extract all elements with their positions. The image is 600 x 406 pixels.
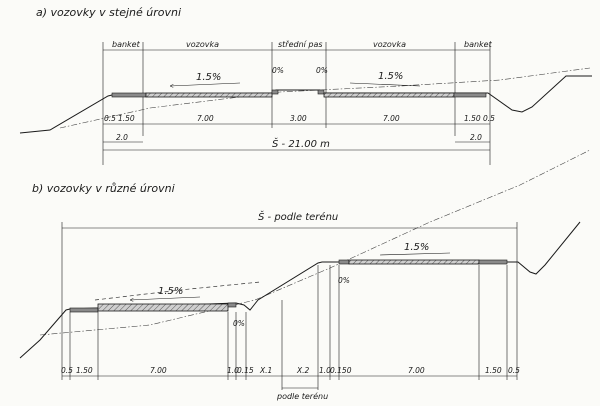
svg-text:0.5: 0.5 bbox=[104, 114, 116, 123]
section-a-median-edge-left bbox=[271, 89, 279, 95]
section-b-pavement-left bbox=[97, 303, 229, 312]
section-a-slope-right: 1.5% bbox=[349, 71, 421, 87]
svg-text:0.5: 0.5 bbox=[483, 114, 495, 123]
label-stredni-pas: střední pas bbox=[278, 40, 323, 49]
svg-text:Š - podle terénu: Š - podle terénu bbox=[258, 210, 338, 223]
section-a-median-edge-right bbox=[317, 89, 325, 95]
svg-text:0.150: 0.150 bbox=[330, 366, 352, 375]
label-banket-left: banket bbox=[112, 40, 141, 49]
section-b-slope-left: 1.5% bbox=[130, 286, 201, 300]
section-a-dimensions-row1: 0.5 1.50 7.00 3.00 7.00 1.50 0.5 bbox=[103, 114, 495, 125]
section-a-shoulder-left bbox=[111, 92, 147, 98]
section-b-small-slope-left: 0% bbox=[233, 319, 245, 328]
section-b-embankment bbox=[19, 221, 581, 359]
svg-text:3.00: 3.00 bbox=[290, 114, 307, 123]
section-a-dimensions-row2: 2.0 2.0 bbox=[103, 133, 490, 143]
svg-text:7.00: 7.00 bbox=[197, 114, 214, 123]
label-vozovka-left: vozovka bbox=[186, 40, 219, 49]
svg-text:7.00: 7.00 bbox=[150, 366, 167, 375]
section-a-title: a) vozovky v stejné úrovni bbox=[36, 6, 181, 19]
section-b-shoulder-right bbox=[478, 259, 508, 265]
svg-text:1.5%: 1.5% bbox=[404, 242, 429, 253]
svg-text:0.5: 0.5 bbox=[61, 366, 73, 375]
svg-text:1.50: 1.50 bbox=[118, 114, 135, 123]
svg-text:7.00: 7.00 bbox=[408, 366, 425, 375]
svg-text:0.15: 0.15 bbox=[237, 366, 254, 375]
label-vozovka-right: vozovka bbox=[373, 40, 406, 49]
label-banket-right: banket bbox=[464, 40, 493, 49]
section-b-edge-left bbox=[227, 302, 237, 308]
svg-text:X.1: X.1 bbox=[259, 366, 272, 375]
section-a-shoulder-right bbox=[453, 92, 487, 98]
svg-text:1.5%: 1.5% bbox=[196, 72, 221, 83]
section-b-title: b) vozovky v různé úrovni bbox=[32, 182, 175, 195]
svg-text:1.50: 1.50 bbox=[76, 366, 93, 375]
section-a-header-dimension bbox=[102, 42, 491, 165]
section-a-total-dimension: Š - 21.00 m bbox=[103, 137, 490, 151]
svg-text:0.5: 0.5 bbox=[508, 366, 520, 375]
section-a-slope-left: 1.5% bbox=[170, 72, 241, 86]
section-a-pavement-left bbox=[145, 92, 273, 98]
svg-text:1.50: 1.50 bbox=[464, 114, 481, 123]
svg-text:7.00: 7.00 bbox=[383, 114, 400, 123]
section-b-total-dimension: Š - podle terénu bbox=[61, 210, 518, 380]
svg-text:1.5%: 1.5% bbox=[378, 71, 403, 82]
section-a-terrain-line bbox=[59, 67, 591, 129]
section-b-shoulder-left bbox=[69, 307, 99, 313]
section-b-podle-terenu: podle terénu bbox=[276, 387, 328, 401]
svg-text:X.2: X.2 bbox=[296, 366, 310, 375]
section-a-small-slope-left: 0% bbox=[272, 66, 284, 75]
svg-text:2.0: 2.0 bbox=[116, 133, 128, 142]
svg-text:Š - 21.00 m: Š - 21.00 m bbox=[272, 137, 330, 150]
section-a-small-slope-right: 0% bbox=[316, 66, 328, 75]
section-b-extension-lines bbox=[69, 265, 508, 390]
svg-text:1.0: 1.0 bbox=[227, 366, 239, 375]
svg-text:podle terénu: podle terénu bbox=[276, 391, 328, 401]
section-b-edge-right bbox=[338, 259, 350, 265]
section-b-small-slope-right: 0% bbox=[338, 276, 350, 285]
section-a-embankment bbox=[19, 75, 592, 134]
section-b-slope-right: 1.5% bbox=[379, 242, 451, 256]
svg-text:1.0: 1.0 bbox=[319, 366, 331, 375]
section-b-pavement-right bbox=[348, 259, 480, 265]
svg-text:1.5%: 1.5% bbox=[158, 286, 183, 297]
svg-text:2.0: 2.0 bbox=[470, 133, 482, 142]
svg-text:1.50: 1.50 bbox=[485, 366, 502, 375]
section-b-dimensions-row: 0.5 1.50 7.00 1.0 0.15 X.1 X.2 1.0 0.150… bbox=[61, 366, 520, 377]
section-b-terrain-line-2 bbox=[94, 281, 261, 301]
section-a-pavement-right bbox=[323, 92, 455, 98]
